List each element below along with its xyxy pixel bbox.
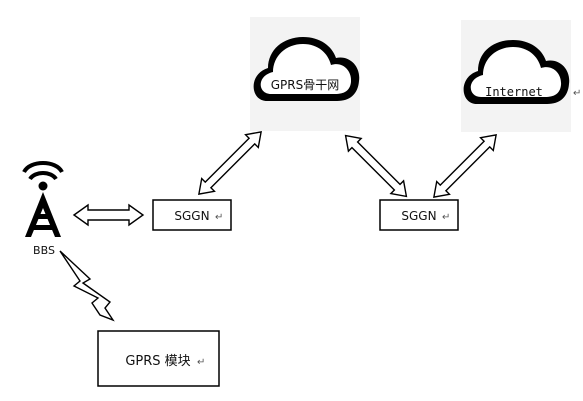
cloud-icon bbox=[253, 37, 360, 101]
lightning-gprs-module-bbs bbox=[59, 250, 115, 322]
edges bbox=[59, 131, 497, 322]
internet-enter-mark: ↵ bbox=[573, 88, 581, 99]
arrow-sggn-left-gprs-backbone bbox=[198, 131, 262, 195]
sggn-right-label: SGGN bbox=[401, 209, 436, 223]
sggn-right-enter-mark: ↵ bbox=[442, 212, 450, 223]
bbs-label: BBS bbox=[33, 244, 55, 257]
cloud-icon bbox=[463, 40, 570, 104]
internet-label: Internet bbox=[485, 85, 543, 99]
gprs-backbone-node: GPRS骨干网 bbox=[250, 17, 360, 131]
sggn-left-box bbox=[152, 199, 232, 231]
sggn-left-node: SGGN ↵ bbox=[152, 199, 232, 231]
gprs-backbone-label: GPRS骨干网 bbox=[271, 78, 340, 92]
gprs-module-box bbox=[97, 330, 220, 387]
internet-node: Internet ↵ bbox=[461, 20, 581, 132]
gprs-module-label: GPRS 模块 bbox=[125, 354, 190, 369]
arrow-gprs-backbone-sggn-right bbox=[344, 134, 408, 198]
sggn-right-box bbox=[379, 199, 459, 231]
gprs-module-enter-mark: ↵ bbox=[197, 357, 205, 368]
sggn-left-label: SGGN bbox=[174, 209, 209, 223]
cell-tower-icon bbox=[22, 161, 64, 237]
sggn-right-node: SGGN ↵ bbox=[379, 199, 459, 231]
gprs-module-node: GPRS 模块 ↵ bbox=[97, 330, 220, 387]
bbs-node: BBS bbox=[22, 161, 64, 257]
sggn-left-enter-mark: ↵ bbox=[215, 212, 223, 223]
arrow-sggn-right-internet bbox=[433, 134, 497, 198]
arrow-bbs-sggn-left bbox=[72, 203, 145, 227]
